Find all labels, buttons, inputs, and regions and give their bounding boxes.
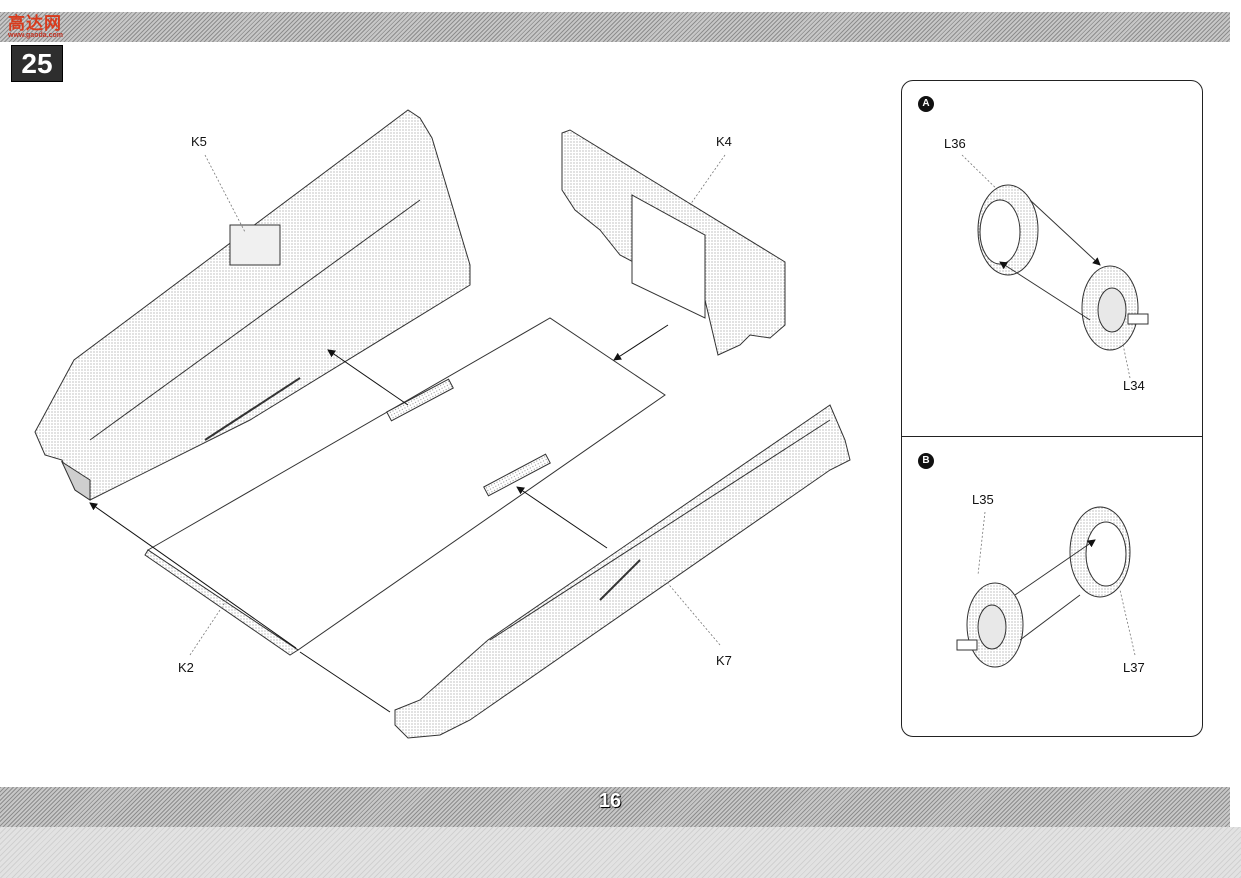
inset-a-wheels: [977, 184, 1149, 351]
sub-step-a-badge: A: [918, 96, 934, 112]
sub-step-b-badge: B: [918, 453, 934, 469]
header-band: [0, 12, 1230, 42]
inset-divider: [902, 436, 1202, 437]
footer-strip: [0, 827, 1241, 878]
part-k2-floor-plate: [144, 317, 666, 656]
label-l34: L34: [1123, 378, 1145, 393]
detail-inset-panel: [901, 80, 1203, 737]
footer-band: [0, 787, 1230, 827]
label-k7: K7: [716, 653, 732, 668]
part-k7-right-wall: [394, 404, 851, 739]
inset-b-wheels: [956, 506, 1131, 668]
page-number: 16: [598, 790, 622, 812]
step-number-badge: 25: [11, 45, 63, 82]
label-l35: L35: [972, 492, 994, 507]
label-k2: K2: [178, 660, 194, 675]
label-l37: L37: [1123, 660, 1145, 675]
part-k5-left-wall: [34, 109, 471, 501]
label-l36: L36: [944, 136, 966, 151]
label-k4: K4: [716, 134, 732, 149]
part-k4-rear-plate: [561, 129, 786, 356]
assembly-arrows: [89, 324, 669, 713]
label-k5: K5: [191, 134, 207, 149]
